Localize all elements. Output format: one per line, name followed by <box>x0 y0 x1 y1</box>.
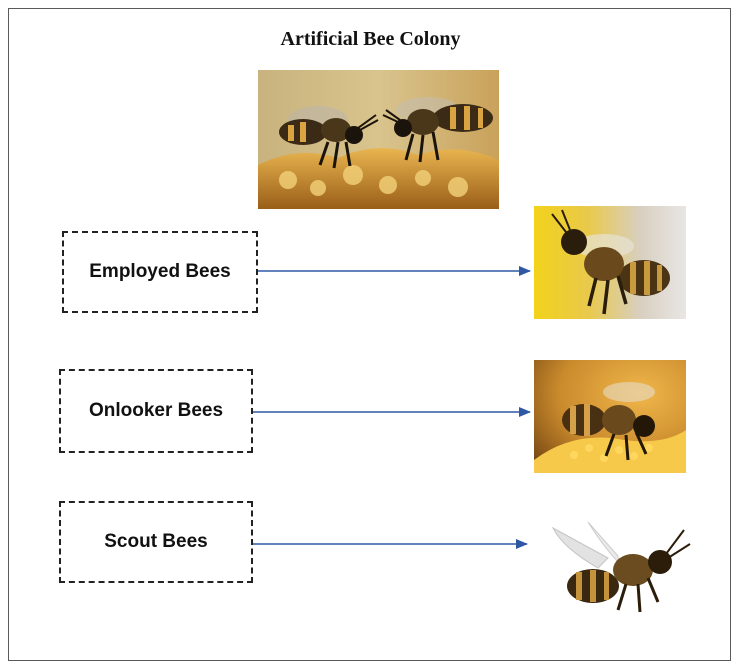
onlooker-bee-photo <box>534 360 686 473</box>
scout-bee-photo <box>548 518 692 618</box>
employed-bee-photo <box>534 206 686 319</box>
